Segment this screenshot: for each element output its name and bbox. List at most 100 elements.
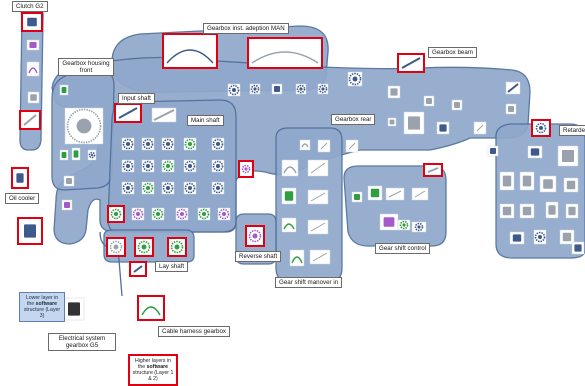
part-control-6 <box>397 219 411 231</box>
label-cable-harness: Cable harness gearbox <box>158 326 230 337</box>
part-main-row-gear-6 <box>217 207 231 221</box>
part-clutch-bearing <box>27 91 40 104</box>
part-reverse-gear-top <box>238 160 254 178</box>
part-lay-shaft-rod <box>129 261 147 277</box>
label-gearbox-housing: Gearbox housing front <box>58 58 114 76</box>
note-lower-layer: Lower layer in the software structure (L… <box>19 292 65 322</box>
part-ecu <box>63 297 85 321</box>
label-clutch: Clutch G2 <box>12 1 48 12</box>
part-housing-green-b <box>71 147 81 161</box>
part-retarder-6 <box>563 177 579 193</box>
part-control-1 <box>351 191 363 203</box>
part-input-shaft <box>114 103 142 123</box>
part-main-row-gear-3 <box>151 207 165 221</box>
part-rear-2 <box>249 83 261 95</box>
part-manover-6 <box>307 219 329 235</box>
label-gear-shift-manover: Gear shift manover in <box>275 277 343 288</box>
part-gearbox-beam <box>397 53 425 73</box>
part-rear-5 <box>317 83 329 95</box>
part-main-gear-15 <box>211 181 225 195</box>
part-oil-cooler <box>11 167 29 189</box>
part-retarder-7 <box>499 203 515 219</box>
part-control-7 <box>411 221 427 233</box>
part-rear-8 <box>423 95 435 107</box>
part-retarder-13 <box>559 229 575 245</box>
part-rear-9 <box>451 99 463 111</box>
diagram-canvas <box>11 7 585 321</box>
part-rear-4 <box>295 83 307 95</box>
part-main-gear-3 <box>161 137 175 151</box>
part-retarder-9 <box>545 201 559 219</box>
part-manover-3 <box>281 187 297 205</box>
part-retarder-12 <box>533 229 547 245</box>
part-clutch-cover <box>26 39 40 51</box>
part-main-gear-13 <box>161 181 175 195</box>
part-control-3 <box>385 187 405 201</box>
structure-diagram: Clutch G2 Gearbox housing front Gearbox … <box>5 1 585 386</box>
part-housing-green-a <box>59 149 69 161</box>
label-gear-shift-control: Gear shift control <box>375 243 431 254</box>
part-retarder-10 <box>565 203 579 219</box>
part-main-gear-8 <box>161 159 175 173</box>
part-retarder-2 <box>527 145 543 159</box>
label-gearbox-inst: Gearbox inst. adeption MAN <box>203 23 289 34</box>
part-main-gear-11 <box>121 181 135 195</box>
part-housing-plug <box>63 175 75 187</box>
part-reverse-shaft <box>245 225 265 247</box>
part-housing-seal <box>59 84 69 96</box>
part-manover-5 <box>281 217 297 233</box>
part-main-gear-4 <box>183 137 197 151</box>
part-retarder-5 <box>539 175 557 193</box>
part-main-row-gear-1 <box>107 205 125 223</box>
part-rear-7 <box>387 85 401 99</box>
part-rear-10 <box>505 81 521 95</box>
part-inst-bracket-b <box>247 37 323 69</box>
part-rear-6 <box>347 71 363 87</box>
part-manover-1 <box>281 159 299 177</box>
label-oil-cooler: Oil cooler <box>5 193 40 204</box>
part-retarder-4 <box>519 171 535 191</box>
label-electrical-system: Electrical system gearbox G5 <box>48 333 116 351</box>
part-cable-harness <box>137 295 165 321</box>
part-control-5 <box>379 213 399 231</box>
label-main-shaft: Main shaft <box>187 115 224 126</box>
part-rear-16 <box>317 139 331 153</box>
part-retarder-3 <box>499 171 515 191</box>
part-main-gear-5 <box>211 137 225 151</box>
part-main-row-gear-4 <box>175 207 189 221</box>
part-rear-13 <box>436 121 450 135</box>
part-rear-17 <box>299 139 311 151</box>
part-main-gear-12 <box>141 181 155 195</box>
part-main-gear-7 <box>141 159 155 173</box>
label-gearbox-rear: Gearbox rear <box>331 114 376 125</box>
part-clutch-rod <box>19 110 41 130</box>
part-manover-7 <box>289 249 305 267</box>
part-retarder-8 <box>519 203 535 219</box>
part-main-gear-1 <box>121 137 135 151</box>
part-housing-front <box>64 107 104 145</box>
part-main-gear-2 <box>141 137 155 151</box>
part-rear-15 <box>345 139 359 153</box>
part-clutch-disc <box>21 12 43 32</box>
part-retarder-15 <box>487 145 499 157</box>
part-oil-pump <box>17 217 43 245</box>
part-retarder-1 <box>557 145 579 167</box>
part-rear-housing <box>403 111 425 135</box>
part-rear-11 <box>505 103 517 115</box>
part-lay-1 <box>106 237 126 257</box>
part-manover-4 <box>307 189 329 205</box>
part-main-row-gear-5 <box>197 207 211 221</box>
part-lay-2 <box>134 237 154 257</box>
part-lay-3 <box>167 237 187 257</box>
part-inst-bracket-a <box>162 33 218 69</box>
label-input-shaft: Input shaft <box>118 93 155 104</box>
label-lay-shaft: Lay shaft <box>155 261 189 272</box>
label-reverse-shaft: Reverse shaft <box>235 251 282 262</box>
part-main-shaft-rod <box>151 107 177 123</box>
blob-gear-shift-control <box>343 165 447 247</box>
label-gearbox-beam: Gearbox beam <box>428 47 477 58</box>
label-retarder: Retarder <box>559 125 585 136</box>
part-retarder-11 <box>509 231 525 245</box>
note-higher-layer: Higher layers in the software structure … <box>128 354 178 386</box>
part-retarder-main <box>531 119 551 137</box>
